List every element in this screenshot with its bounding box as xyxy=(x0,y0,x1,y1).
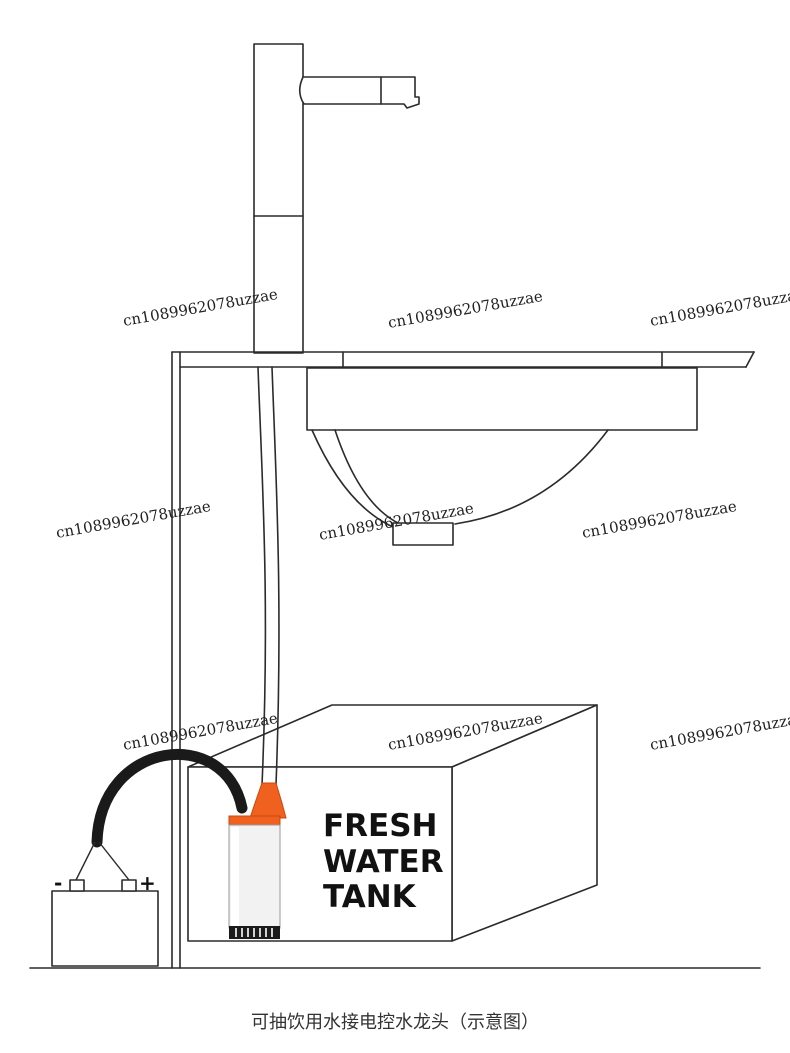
watermark: cn1089962078uzzae xyxy=(55,497,213,542)
pump-icon xyxy=(228,782,287,939)
tank-label-line-1: FRESH xyxy=(323,808,438,844)
power-cable xyxy=(75,748,248,881)
watermark: cn1089962078uzzae xyxy=(387,287,545,332)
diagram-caption: 可抽饮用水接电控水龙头（示意图） xyxy=(251,1012,539,1033)
sink-icon xyxy=(306,367,698,546)
faucet-icon xyxy=(253,43,420,354)
watermark: cn1089962078uzzae xyxy=(649,709,790,754)
tank-label-line-2: WATER xyxy=(323,844,444,880)
battery-icon xyxy=(51,879,159,967)
watermark: cn1089962078uzzae xyxy=(649,285,790,330)
battery-plus-sign: + xyxy=(139,871,156,895)
countertop xyxy=(171,351,755,368)
watermarks: cn1089962078uzzae cn1089962078uzzae cn10… xyxy=(55,285,790,754)
cabinet-wall xyxy=(171,351,181,969)
water-hose xyxy=(257,366,280,786)
battery-minus-sign: - xyxy=(54,871,62,895)
watermark: cn1089962078uzzae xyxy=(581,497,739,542)
tank-label-line-3: TANK xyxy=(323,879,417,915)
